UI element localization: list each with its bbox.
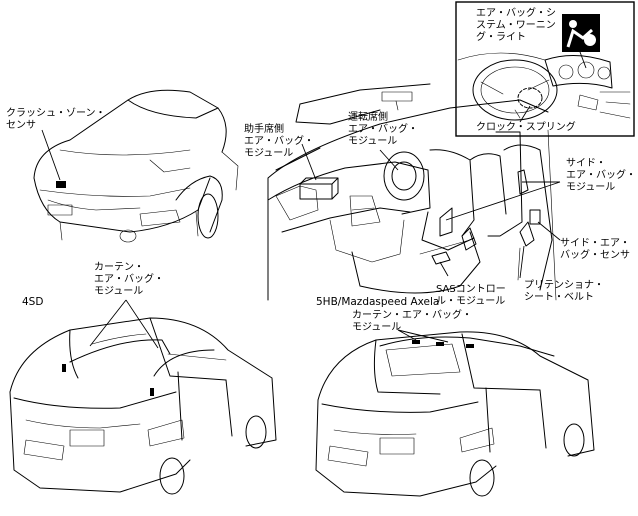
variant-hatchback-label: 5HB/Mazdaspeed Axela: [316, 296, 440, 308]
curtain-airbag-4sd-label: カーテン・ エア・バッグ・ モジュール: [94, 262, 164, 297]
warning-light-inset: [455, 1, 635, 137]
front-car-drawing: [33, 89, 239, 243]
warning-light-label: エア・バッグ・シ ステム・ワーニン グ・ライト: [476, 8, 556, 43]
crash-zone-sensor-label: クラッシュ・ゾーン・ センサ: [6, 108, 106, 131]
sas-control-module-label: SASコントロー ル・モジュール: [436, 284, 506, 307]
curtain-airbag-5hb-label: カーテン・エア・バッグ・ モジュール: [352, 310, 472, 333]
hatchback-rear-drawing: [315, 329, 595, 497]
cabin-interior-drawing: [267, 83, 561, 301]
driver-airbag-label: 運転席側 エア・バッグ・ モジュール: [348, 112, 418, 147]
passenger-airbag-label: 助手席側 エア・バッグ・ モジュール: [244, 124, 314, 159]
variant-sedan-label: 4SD: [22, 296, 44, 308]
side-airbag-label: サイド・ エア・バッグ・ モジュール: [566, 158, 636, 193]
sedan-rear-drawing: [9, 299, 277, 495]
side-airbag-sensor-label: サイド・エア・ バッグ・センサ: [560, 238, 630, 261]
clock-spring-label: クロック・スプリング: [476, 122, 576, 133]
pretensioner-seatbelt-label: プリテンショナ・ シート・ベルト: [524, 280, 604, 303]
